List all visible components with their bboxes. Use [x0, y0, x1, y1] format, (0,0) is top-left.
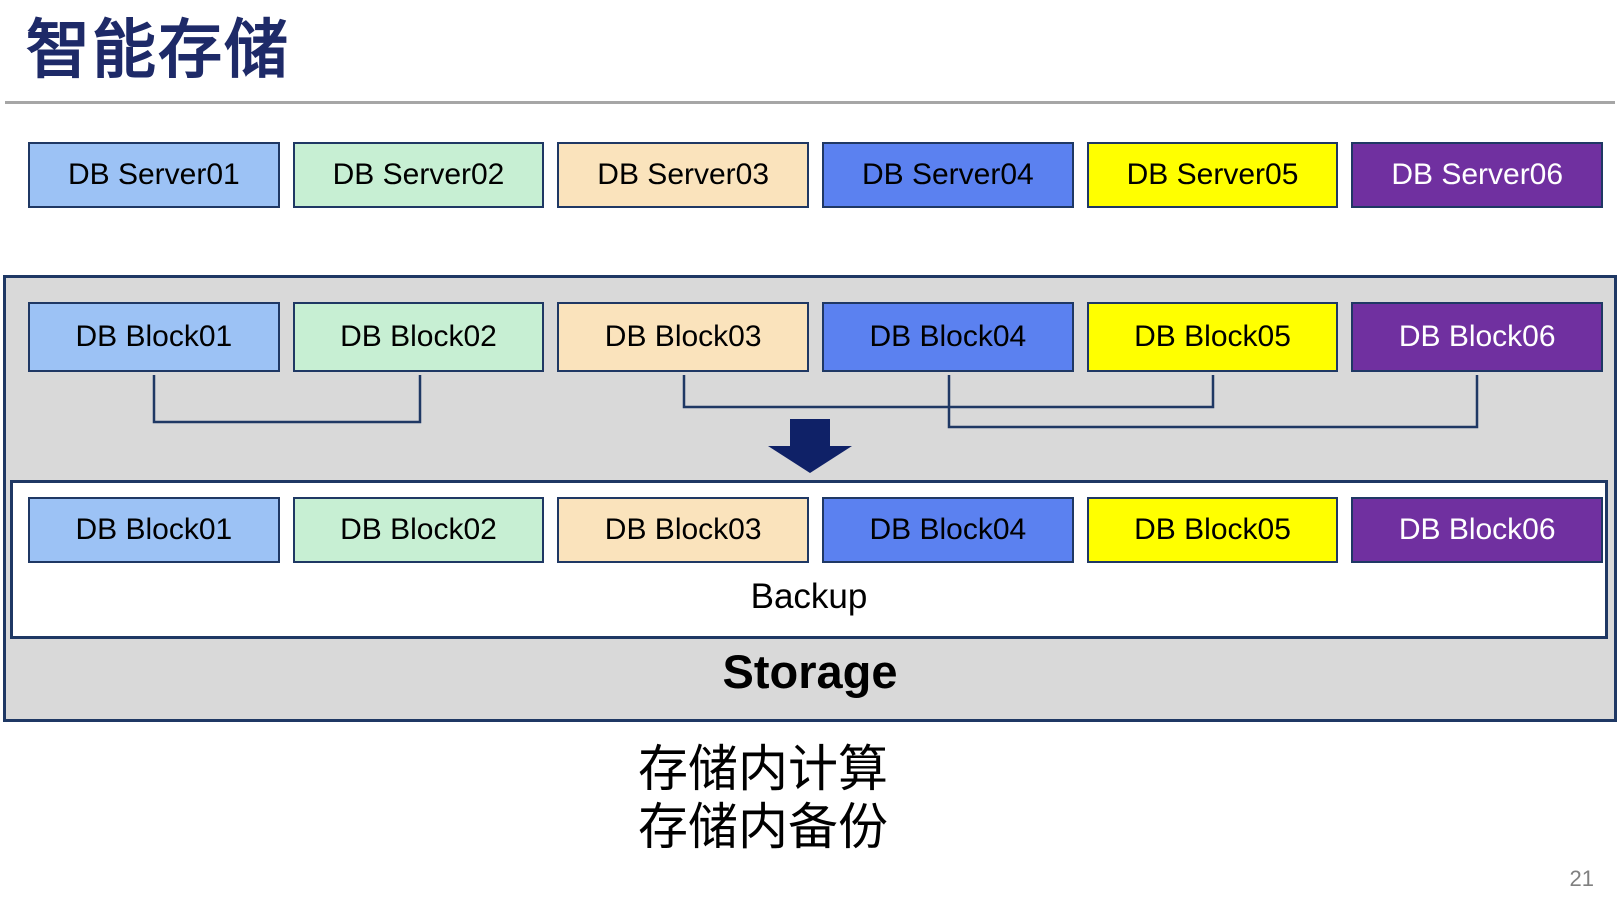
- block-row-top: DB Block01 DB Block02 DB Block03 DB Bloc…: [28, 302, 1604, 372]
- server-row: DB Server01 DB Server02 DB Server03 DB S…: [28, 142, 1604, 208]
- caption-line-2: 存储内备份: [638, 799, 888, 855]
- storage-panel: DB Block01 DB Block02 DB Block03 DB Bloc…: [3, 275, 1617, 722]
- storage-label: Storage: [722, 645, 898, 698]
- block-bottom-02: DB Block02: [292, 497, 545, 563]
- page-number: 21: [1569, 866, 1594, 891]
- server-box-06: DB Server06: [1351, 142, 1604, 208]
- server-box-02: DB Server02: [292, 142, 545, 208]
- server-box-04: DB Server04: [822, 142, 1074, 208]
- block-bottom-06: DB Block06: [1351, 497, 1604, 563]
- block-top-01: DB Block01: [28, 302, 280, 372]
- caption: 存储内计算 存储内备份: [638, 740, 888, 856]
- block-row-bottom: DB Block01 DB Block02 DB Block03 DB Bloc…: [28, 497, 1604, 563]
- block-bottom-04: DB Block04: [822, 497, 1074, 563]
- block-bottom-01: DB Block01: [28, 497, 280, 563]
- backup-panel: DB Block01 DB Block02 DB Block03 DB Bloc…: [10, 480, 1608, 639]
- server-box-03: DB Server03: [557, 142, 810, 208]
- block-bottom-03: DB Block03: [557, 497, 810, 563]
- slide-title: 智能存储: [26, 14, 290, 86]
- block-top-06: DB Block06: [1351, 302, 1604, 372]
- backup-label: Backup: [750, 577, 868, 616]
- block-top-04: DB Block04: [822, 302, 1074, 372]
- server-box-05: DB Server05: [1086, 142, 1339, 208]
- block-bottom-05: DB Block05: [1086, 497, 1339, 563]
- block-top-02: DB Block02: [292, 302, 545, 372]
- title-divider: [5, 101, 1615, 104]
- block-top-03: DB Block03: [557, 302, 810, 372]
- caption-line-1: 存储内计算: [638, 741, 888, 797]
- server-box-01: DB Server01: [28, 142, 280, 208]
- block-top-05: DB Block05: [1086, 302, 1339, 372]
